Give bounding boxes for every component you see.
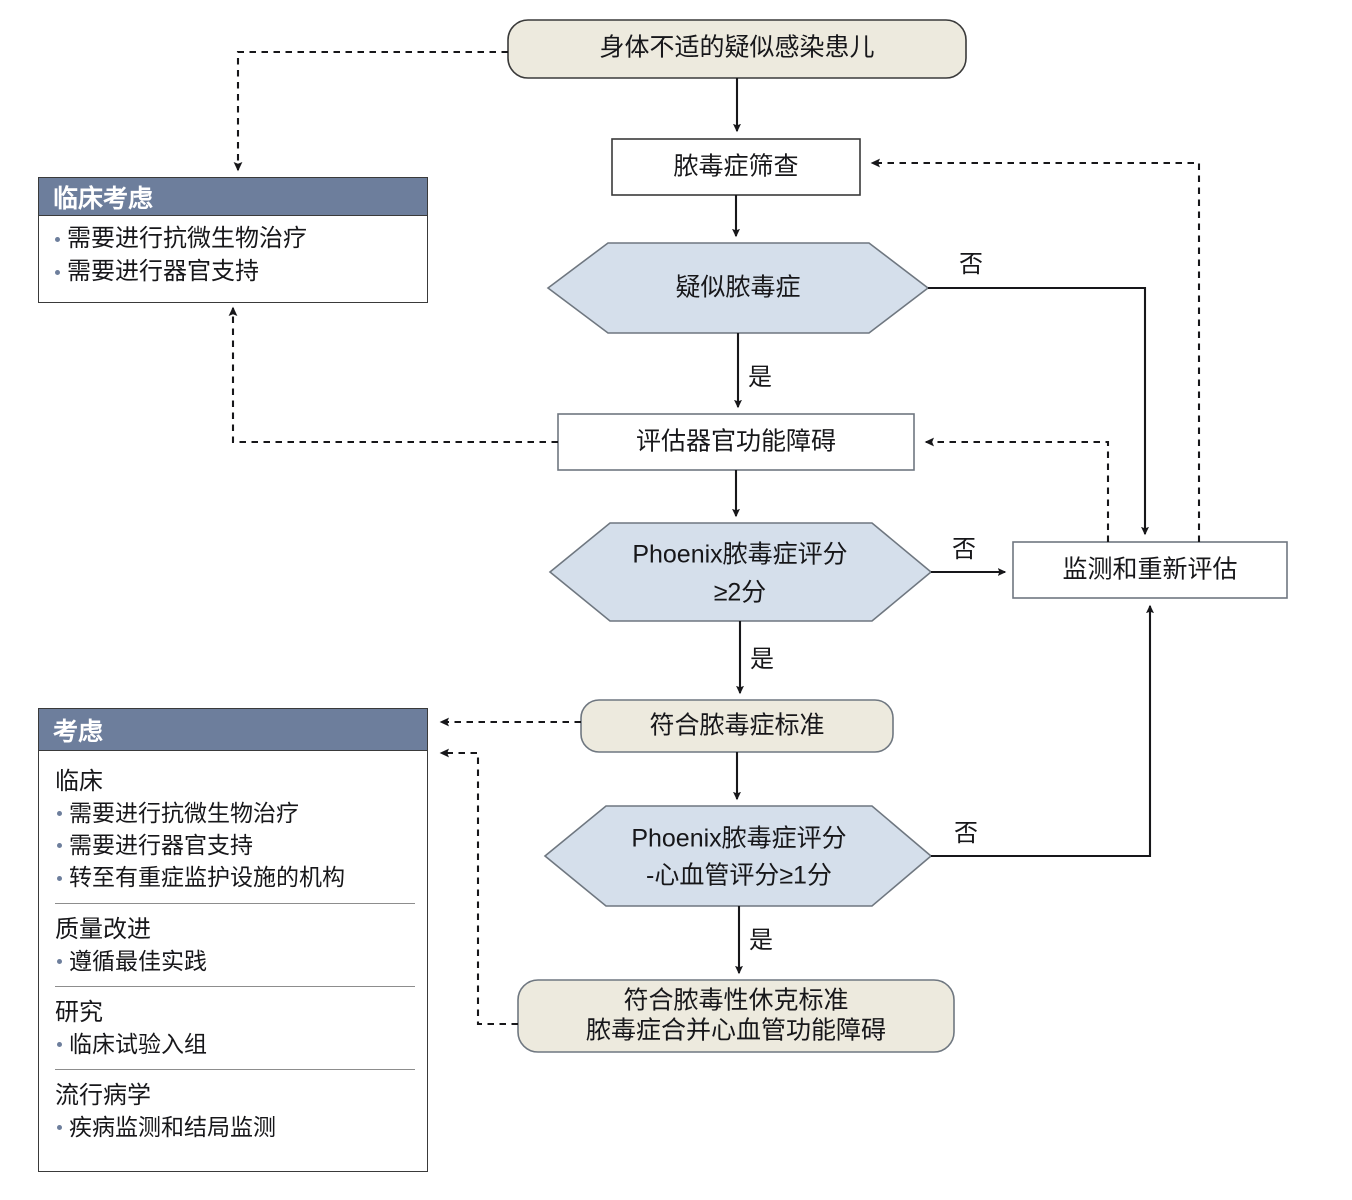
section-divider: [55, 902, 415, 904]
edge-label-no-1: 否: [959, 251, 983, 278]
list-item: 疾病监测和结局监测: [53, 1111, 417, 1143]
list-item: 需要进行抗微生物治疗: [53, 797, 417, 829]
edges-solid: [732, 78, 1154, 975]
edge-label-yes-2: 是: [750, 646, 774, 673]
clinical-panel-header: 临床考虑: [39, 178, 427, 216]
section-heading: 研究: [55, 998, 103, 1026]
list-item: 临床试验入组: [53, 1028, 417, 1060]
considerations-panel: 考虑 临床 需要进行抗微生物治疗 需要进行器官支持 转至有重症监护设施的机构 质…: [38, 708, 428, 1172]
edge-monitor-to-screen: [870, 158, 1201, 542]
section-heading: 临床: [55, 768, 103, 795]
section-heading: 质量改进: [55, 915, 151, 943]
section-list: 遵循最佳实践: [53, 945, 417, 977]
clinical-panel-list: 需要进行抗微生物治疗 需要进行器官支持: [51, 222, 417, 288]
node-septic-shock-label-line2: 脓毒症合并心血管功能障碍: [586, 1017, 886, 1045]
clinical-panel-body: 需要进行抗微生物治疗 需要进行器官支持: [39, 216, 427, 296]
section-divider: [55, 985, 415, 987]
clinical-considerations-panel: 临床考虑 需要进行抗微生物治疗 需要进行器官支持: [38, 177, 428, 303]
node-phoenix-cardio: Phoenix脓毒症评分 -心血管评分≥1分: [543, 805, 933, 907]
node-meets-sepsis-label: 符合脓毒症标准: [649, 712, 824, 740]
list-item: 需要进行抗微生物治疗: [51, 222, 417, 255]
list-item: 需要进行器官支持: [53, 829, 417, 861]
list-item: 遵循最佳实践: [53, 945, 417, 977]
node-septic-shock-label-line1: 符合脓毒性休克标准: [623, 987, 848, 1015]
edges-dotted: [228, 50, 1201, 1026]
edge-label-yes-3: 是: [749, 927, 773, 954]
section-heading: 流行病学: [55, 1081, 151, 1109]
edge-assess-to-clinical-panel: [228, 306, 558, 444]
edge-monitor-to-assess: [924, 437, 1110, 542]
node-assess-organ: 评估器官功能障碍: [557, 413, 915, 471]
node-phoenix-cardio-label-line2: -心血管评分≥1分: [646, 862, 832, 890]
node-suspected-sepsis-label: 疑似脓毒症: [675, 274, 800, 302]
edge-label-no-3: 否: [954, 820, 978, 847]
list-item: 需要进行器官支持: [51, 255, 417, 288]
edge-suspected-no: [928, 286, 1149, 536]
node-monitor-reassess: 监测和重新评估: [1012, 541, 1288, 599]
node-sepsis-screen: 脓毒症筛查: [611, 138, 861, 196]
edge-label-yes-1: 是: [748, 364, 772, 391]
edge-unwell-to-clinical-panel: [233, 50, 508, 172]
edge-label-group: 否 是 否 是 否 是: [748, 251, 983, 954]
node-monitor-reassess-label: 监测和重新评估: [1062, 556, 1237, 584]
node-assess-organ-label: 评估器官功能障碍: [636, 428, 836, 456]
node-suspected-sepsis: 疑似脓毒症: [546, 242, 930, 334]
node-phoenix-score-label-line1: Phoenix脓毒症评分: [632, 541, 847, 569]
edge-shock-to-considerations: [439, 748, 518, 1026]
considerations-panel-body: 临床 需要进行抗微生物治疗 需要进行器官支持 转至有重症监护设施的机构 质量改进…: [39, 751, 427, 1151]
section-list: 需要进行抗微生物治疗 需要进行器官支持 转至有重症监护设施的机构: [53, 797, 417, 894]
section-divider: [55, 1068, 415, 1070]
node-phoenix-score-label-line2: ≥2分: [714, 579, 767, 607]
considerations-panel-header: 考虑: [39, 709, 427, 751]
node-unwell-child-label: 身体不适的疑似感染患儿: [599, 34, 874, 62]
node-meets-sepsis: 符合脓毒症标准: [580, 699, 894, 753]
node-sepsis-screen-label: 脓毒症筛查: [673, 153, 798, 181]
node-septic-shock: 符合脓毒性休克标准 脓毒症合并心血管功能障碍: [517, 979, 955, 1053]
node-phoenix-cardio-label-line1: Phoenix脓毒症评分: [631, 825, 846, 853]
edge-cardio-no: [931, 604, 1154, 858]
edge-label-no-2: 否: [952, 536, 976, 563]
section-list: 疾病监测和结局监测: [53, 1111, 417, 1143]
node-phoenix-score: Phoenix脓毒症评分 ≥2分: [548, 522, 933, 622]
section-list: 临床试验入组: [53, 1028, 417, 1060]
list-item: 转至有重症监护设施的机构: [53, 861, 417, 893]
node-unwell-child: 身体不适的疑似感染患儿: [507, 19, 967, 79]
